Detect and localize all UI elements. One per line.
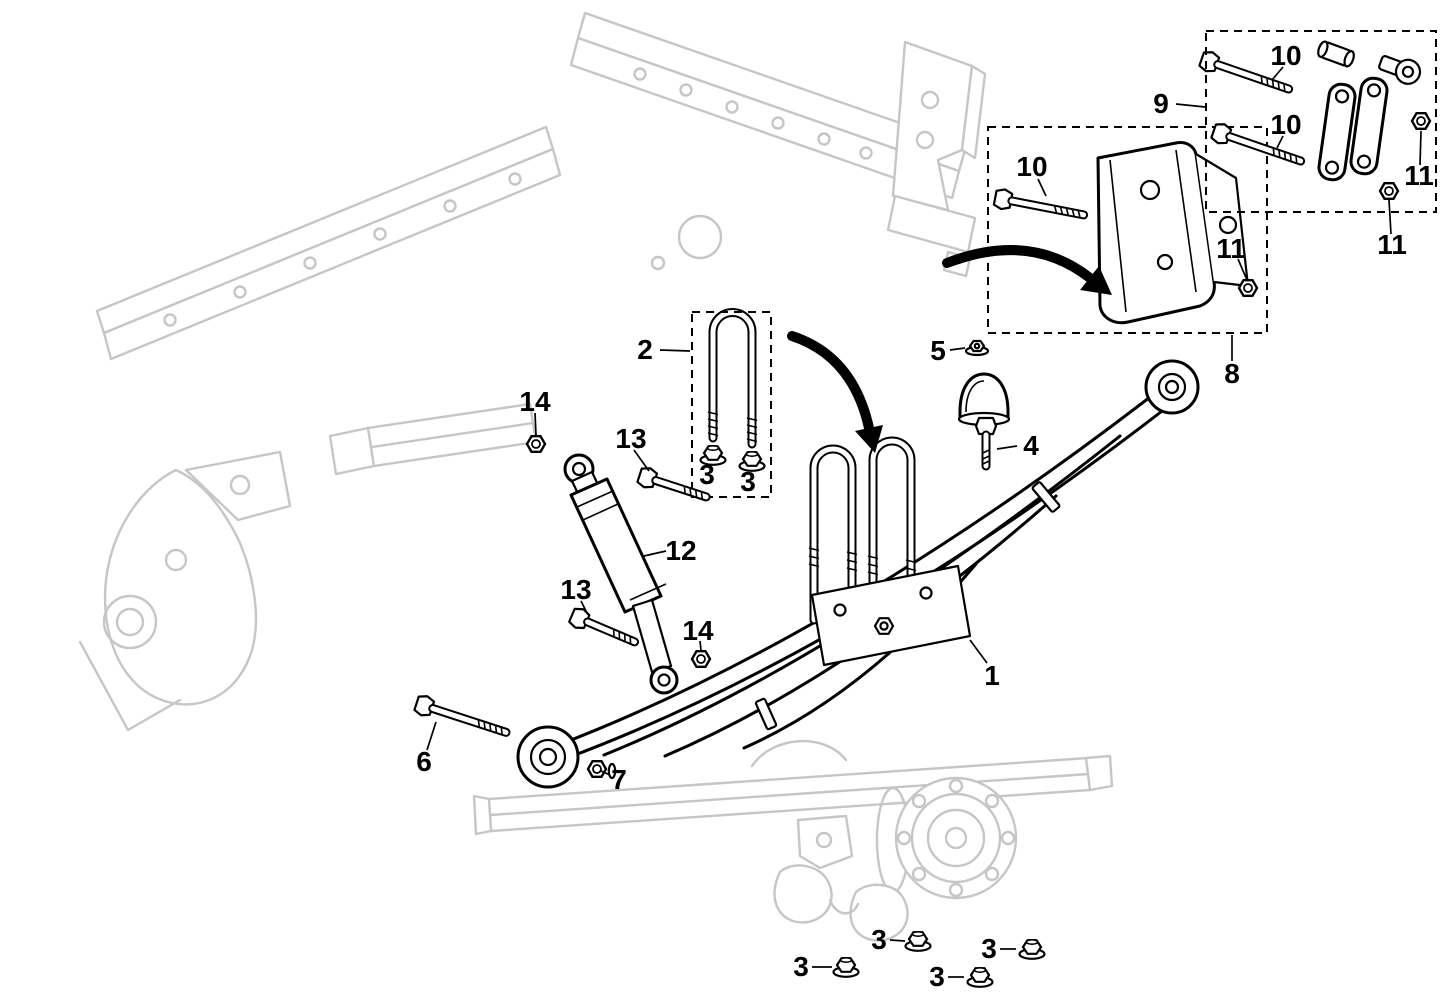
- hanger-bracket-assembly: [992, 141, 1259, 325]
- callout-part-11: 11: [1377, 229, 1407, 260]
- shackle-plate-rear: [1349, 76, 1389, 176]
- callout-part-13: 13: [615, 423, 647, 454]
- callout-part-2: 2: [637, 334, 653, 365]
- callout-part-12: 12: [665, 535, 697, 566]
- callout-part-3: 3: [929, 961, 945, 992]
- callout-part-3: 3: [740, 466, 756, 497]
- shackle-nut-lower: [1378, 181, 1400, 201]
- shackle-dashed-box: [1205, 30, 1437, 213]
- callout-part-9: 9: [1153, 88, 1169, 119]
- shackle-assembly: [1198, 40, 1432, 201]
- callout-part-13: 13: [560, 574, 592, 605]
- shackle-bushing-flanged: [1378, 55, 1422, 85]
- callout-part-14: 14: [682, 615, 714, 646]
- callout-part-3: 3: [981, 933, 997, 964]
- callout-part-4: 4: [1023, 430, 1039, 461]
- spring-anchor-plate: [810, 564, 972, 667]
- leader-lines: [426, 66, 1422, 978]
- callout-part-10: 10: [1270, 40, 1302, 71]
- callout-part-7: 7: [611, 764, 627, 795]
- shock-nut-lower: [690, 650, 712, 668]
- callout-part-3: 3: [699, 459, 715, 490]
- install-arrow-ubolt: [787, 331, 883, 453]
- callout-part-11: 11: [1404, 160, 1434, 191]
- u-bolt-detail: [699, 308, 766, 472]
- hanger-dashed-box: [987, 126, 1268, 334]
- shackle-bushing-small: [1317, 40, 1355, 68]
- callout-part-8: 8: [1224, 358, 1240, 389]
- u-bolt-dashed-box: [691, 311, 772, 498]
- shock-nut-upper: [525, 435, 547, 453]
- callout-part-5: 5: [930, 335, 946, 366]
- hanger-bracket: [1096, 141, 1216, 325]
- u-bolts-installed: [808, 436, 917, 637]
- flag-nut: [964, 339, 990, 357]
- callout-part-10: 10: [1270, 109, 1302, 140]
- callout-part-14: 14: [519, 386, 551, 417]
- shackle-nut-upper: [1410, 111, 1432, 131]
- shackle-bolt-lower: [1210, 123, 1306, 166]
- shackle-plate-front: [1317, 82, 1357, 182]
- shock-bolt-upper: [636, 467, 711, 502]
- callout-part-10: 10: [1016, 151, 1048, 182]
- callout-part-1: 1: [984, 660, 1000, 691]
- hanger-bolt: [992, 188, 1089, 220]
- spring-eye-washer: [607, 762, 617, 780]
- callout-part-3: 3: [871, 924, 887, 955]
- bump-stop-bolt: [974, 416, 998, 471]
- shock-bolt-lower: [568, 607, 640, 647]
- callout-part-6: 6: [416, 746, 432, 777]
- shackle-bolt-upper: [1198, 51, 1294, 94]
- hanger-nut: [1237, 279, 1259, 297]
- frame-outline: [78, 11, 987, 732]
- callout-part-11: 11: [1216, 233, 1246, 264]
- bump-stop: [958, 372, 1010, 420]
- bump-stop-assembly: [957, 339, 1011, 471]
- axle-outline: [472, 740, 1114, 942]
- install-arrow-hanger: [942, 245, 1112, 295]
- callout-part-3: 3: [793, 951, 809, 982]
- spring-eye-nut: [586, 760, 608, 778]
- spring-eye-bolt: [413, 695, 511, 737]
- shock-absorber: [563, 453, 679, 695]
